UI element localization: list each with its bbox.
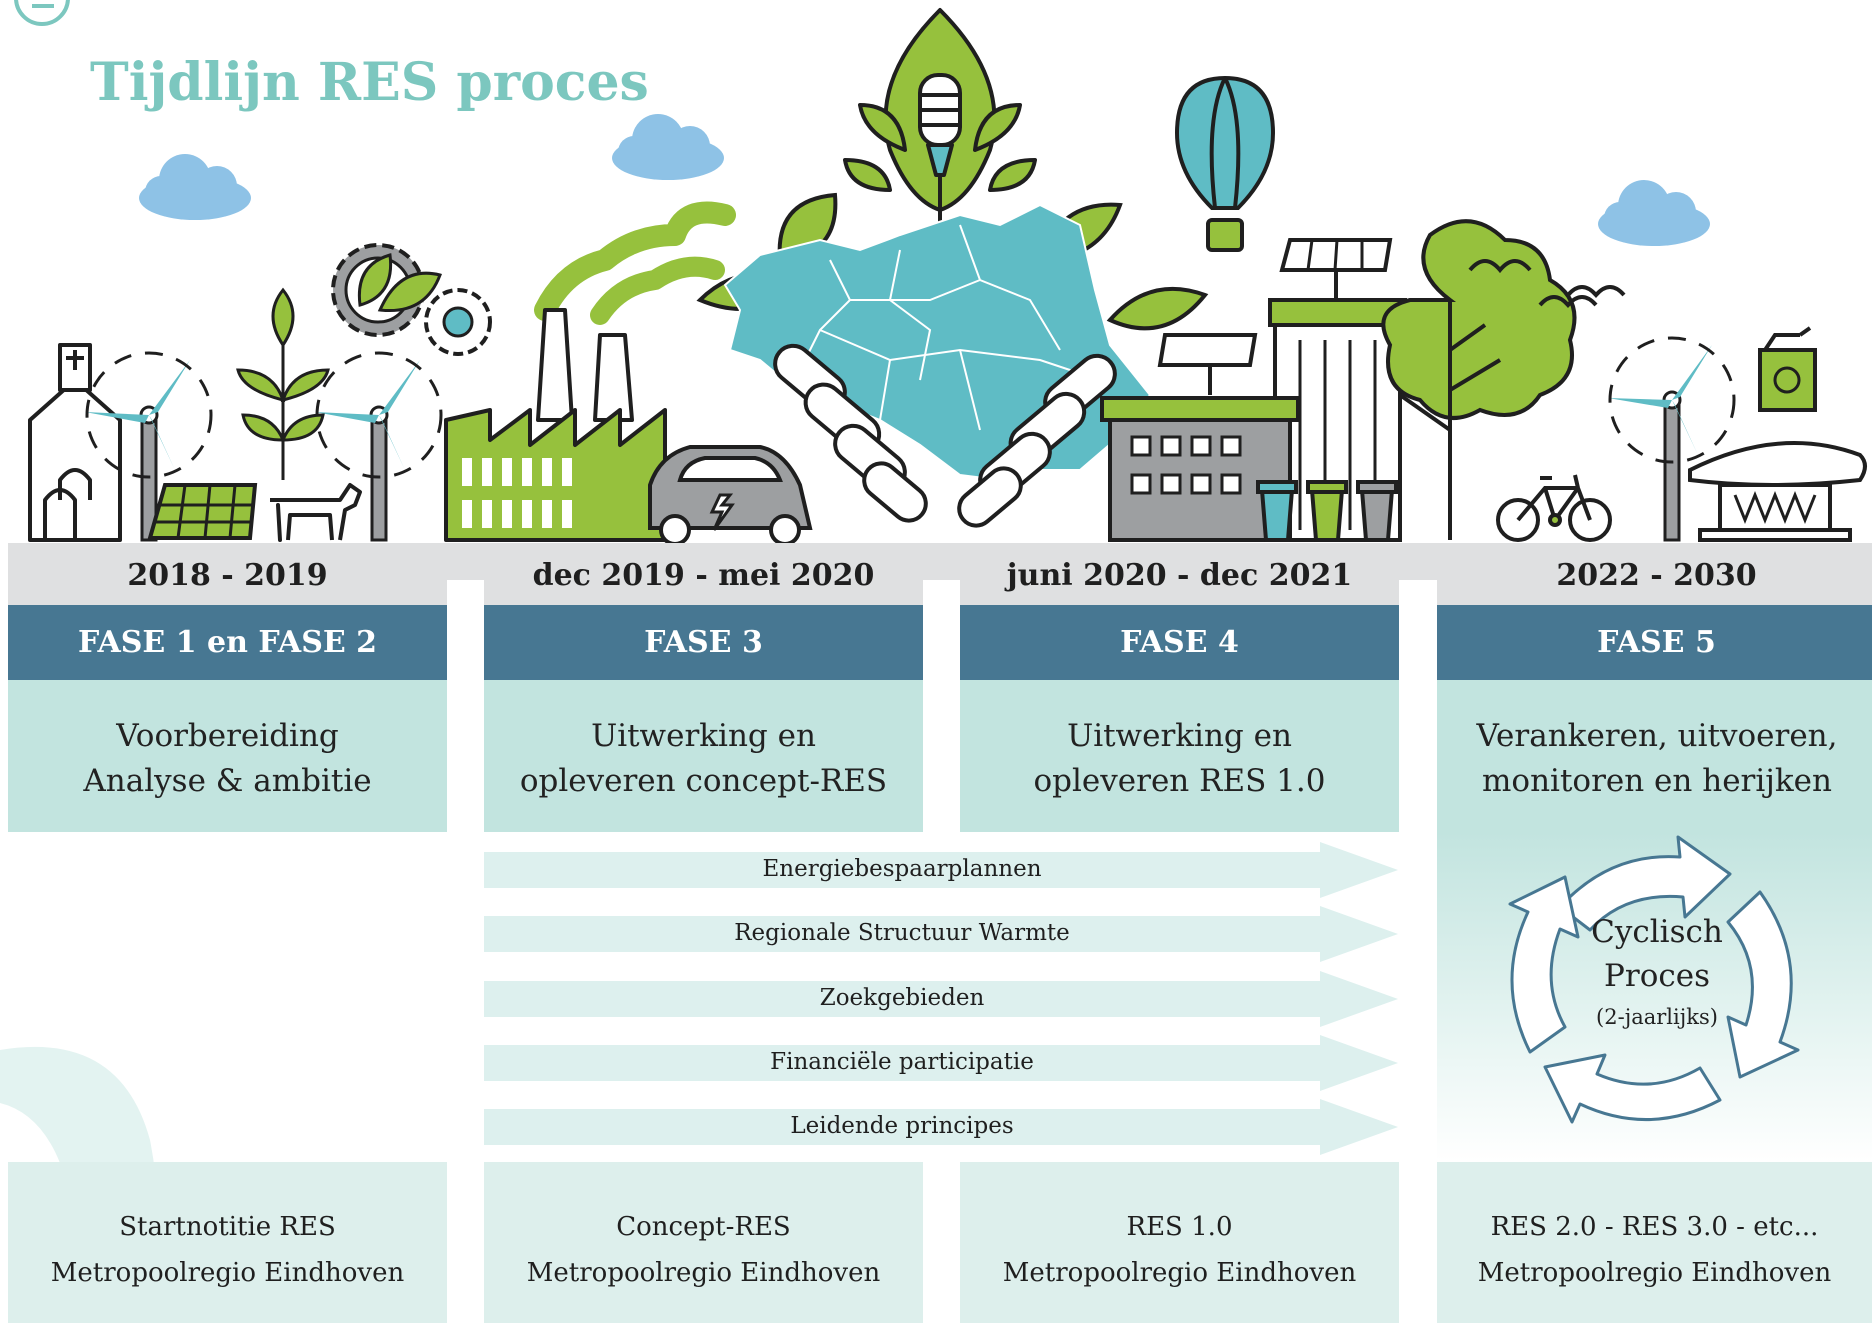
wind-turbine-icon bbox=[315, 351, 443, 542]
phase-description-line: opleveren RES 1.0 bbox=[1033, 763, 1326, 799]
deliverable-org: Metropoolregio Eindhoven bbox=[526, 1258, 881, 1288]
phase-header: FASE 1 en FASE 2 bbox=[8, 605, 447, 680]
track-label: Leidende principes bbox=[790, 1113, 1014, 1139]
wind-turbine-icon bbox=[1608, 336, 1736, 542]
deliverable-org: Metropoolregio Eindhoven bbox=[50, 1258, 405, 1288]
cloud-icon bbox=[612, 114, 724, 180]
phase-description-line: Uitwerking en bbox=[591, 718, 816, 754]
track-arrow bbox=[484, 1035, 1398, 1091]
phase-description: Uitwerking en opleveren RES 1.0 bbox=[960, 680, 1399, 832]
church-icon bbox=[28, 343, 122, 542]
deliverable-org: Metropoolregio Eindhoven bbox=[1002, 1258, 1357, 1288]
cycle-label: Cyclisch Proces (2-jaarlijks) bbox=[1437, 910, 1872, 1034]
hot-air-balloon-icon bbox=[1174, 75, 1276, 252]
timeline-gap bbox=[923, 580, 960, 605]
phase-description-line: monitoren en herijken bbox=[1482, 763, 1832, 799]
track-label: Zoekgebieden bbox=[819, 985, 985, 1011]
logo-icon bbox=[14, 0, 70, 26]
phase-description-line: Uitwerking en bbox=[1067, 718, 1292, 754]
phase-header: FASE 5 bbox=[1437, 605, 1872, 680]
gear-leaf-icon bbox=[331, 243, 492, 356]
phase-header: FASE 4 bbox=[960, 605, 1399, 680]
timeline-gap bbox=[447, 580, 484, 605]
deliverable-box: Startnotitie RES Metropoolregio Eindhove… bbox=[8, 1162, 447, 1323]
cycle-arrows-icon bbox=[1508, 835, 1800, 1124]
city-illustration bbox=[28, 8, 1867, 545]
track-arrow bbox=[484, 842, 1398, 898]
deliverable-box: RES 2.0 - RES 3.0 - etc... Metropoolregi… bbox=[1437, 1162, 1872, 1323]
period-label: dec 2019 - mei 2020 bbox=[532, 558, 875, 593]
phase-description: Verankeren, uitvoeren, monitoren en heri… bbox=[1437, 680, 1872, 832]
tree-icon bbox=[1381, 219, 1577, 540]
phase-description-line: opleveren concept-RES bbox=[519, 763, 888, 799]
period-label: 2018 - 2019 bbox=[127, 558, 328, 593]
bicycle-icon bbox=[1496, 474, 1612, 542]
building-solar-icon bbox=[1100, 238, 1407, 542]
track-arrow bbox=[484, 906, 1398, 962]
cloud-icon bbox=[139, 154, 251, 220]
bins-icon bbox=[1256, 480, 1398, 542]
track-label: Regionale Structuur Warmte bbox=[734, 920, 1070, 946]
cycle-label-line: Proces bbox=[1604, 958, 1710, 994]
track-label: Financiële participatie bbox=[770, 1049, 1034, 1075]
hands-icon bbox=[773, 343, 1117, 528]
period-label: 2022 - 2030 bbox=[1556, 558, 1757, 593]
period-label: juni 2020 - dec 2021 bbox=[1006, 558, 1353, 593]
deliverable-org: Metropoolregio Eindhoven bbox=[1477, 1258, 1832, 1288]
deliverable-title: Startnotitie RES bbox=[119, 1212, 336, 1242]
phase-description-line: Analyse & ambitie bbox=[83, 763, 372, 799]
deliverable-title: RES 1.0 bbox=[1126, 1212, 1233, 1242]
cycle-frequency: (2-jaarlijks) bbox=[1596, 1005, 1718, 1029]
electric-car-icon bbox=[648, 445, 813, 545]
cloud-icon bbox=[1598, 180, 1710, 246]
lightbulb-plant-icon bbox=[843, 8, 1037, 270]
phase-description: Voorbereiding Analyse & ambitie bbox=[8, 680, 447, 832]
timeline-gap bbox=[1399, 580, 1437, 605]
phase-description-line: Verankeren, uitvoeren, bbox=[1476, 718, 1838, 754]
plant-icon bbox=[236, 287, 330, 480]
page-title: Tijdlijn RES proces bbox=[90, 52, 649, 113]
phase-header: FASE 3 bbox=[484, 605, 923, 680]
fuel-can-icon bbox=[1758, 326, 1817, 412]
solar-panel-icon bbox=[147, 483, 258, 540]
cow-icon bbox=[270, 483, 362, 542]
phase-description-line: Voorbereiding bbox=[116, 718, 339, 754]
phase-description: Uitwerking en opleveren concept-RES bbox=[484, 680, 923, 832]
track-arrow bbox=[484, 971, 1398, 1027]
birds-icon bbox=[1468, 259, 1626, 309]
deliverable-box: Concept-RES Metropoolregio Eindhoven bbox=[484, 1162, 923, 1323]
track-arrow bbox=[484, 1099, 1398, 1155]
evoluon-icon bbox=[1688, 441, 1867, 542]
deliverable-title: RES 2.0 - RES 3.0 - etc... bbox=[1490, 1212, 1819, 1242]
cycle-label-line: Cyclisch bbox=[1591, 914, 1723, 950]
deliverable-title: Concept-RES bbox=[616, 1212, 791, 1242]
deliverable-box: RES 1.0 Metropoolregio Eindhoven bbox=[960, 1162, 1399, 1323]
track-label: Energiebespaarplannen bbox=[762, 856, 1042, 882]
